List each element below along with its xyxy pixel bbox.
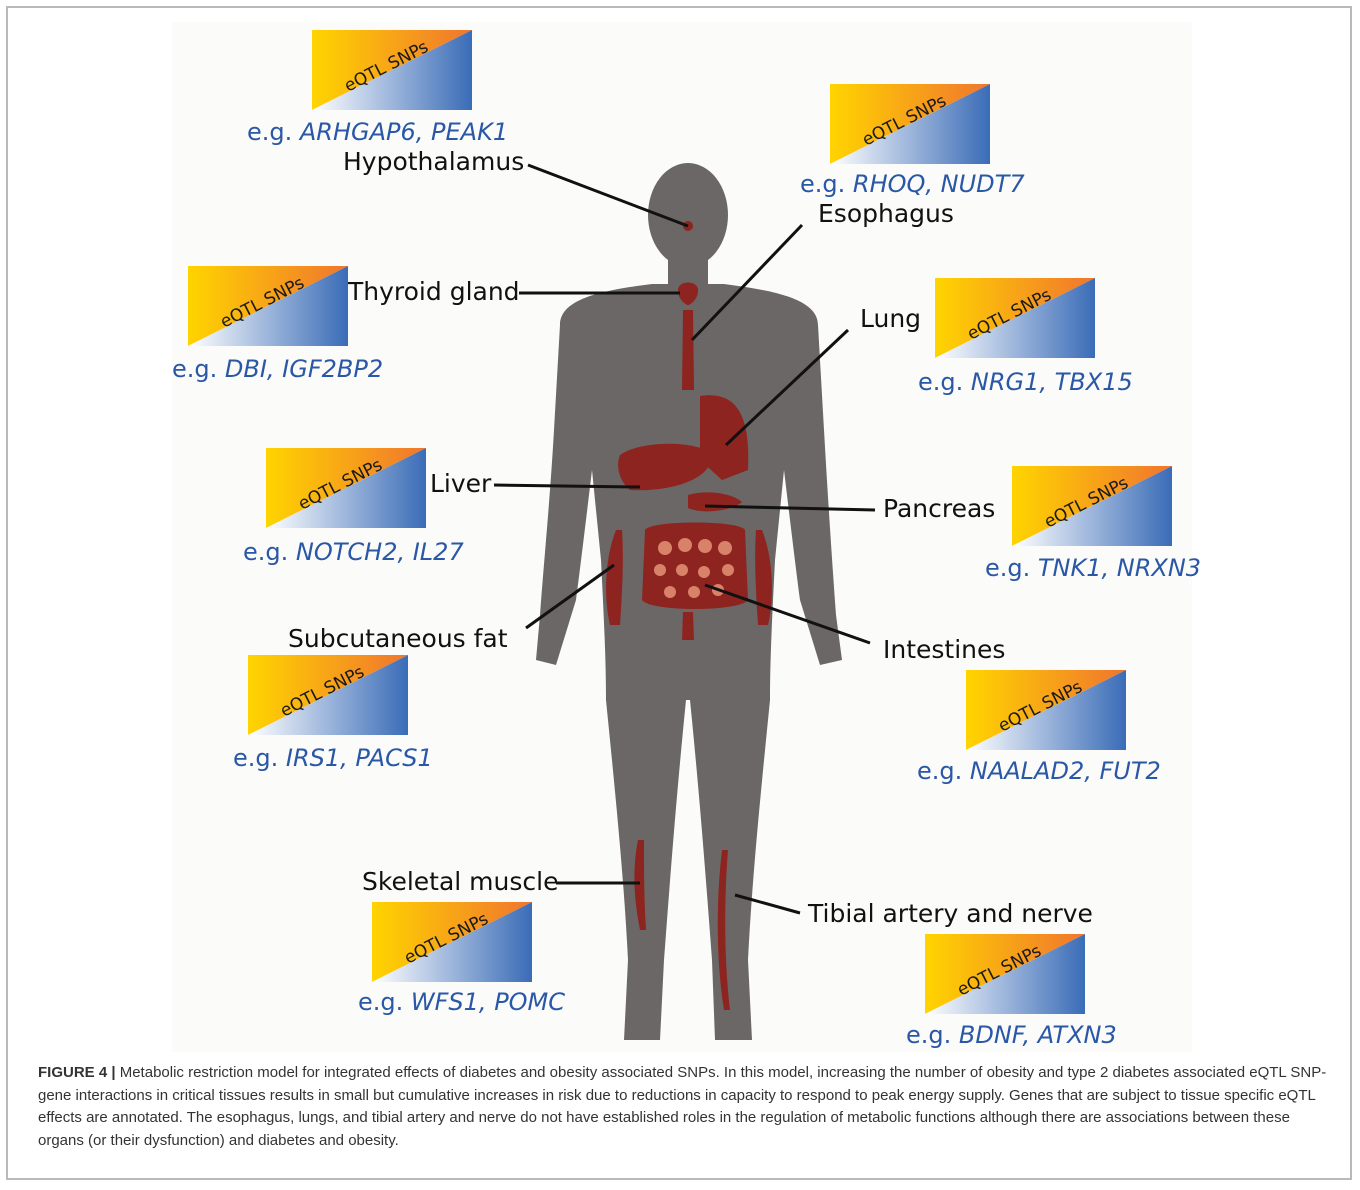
line-liver — [494, 485, 640, 487]
label-thyroid: Thyroid gland — [347, 277, 520, 306]
label-subcutaneous-fat: Subcutaneous fat — [288, 624, 508, 653]
genes-pancreas: e.g. TNK1, NRXN3 — [985, 554, 1201, 582]
esophagus-organ — [682, 310, 694, 390]
genes-esophagus: e.g. RHOQ, NUDT7 — [800, 170, 1025, 198]
badge-thyroid: eQTL SNPs — [188, 266, 348, 346]
badge-skeletal-muscle: eQTL SNPs — [372, 902, 532, 982]
rectum-organ — [682, 612, 694, 640]
label-pancreas: Pancreas — [883, 494, 995, 523]
body-diagram: Hypothalamus Esophagus Thyroid gland Lun… — [0, 0, 1360, 1060]
genes-lung: e.g. NRG1, TBX15 — [918, 368, 1133, 396]
genes-subcutaneous-fat: e.g. IRS1, PACS1 — [233, 744, 433, 772]
caption-text: Metabolic restriction model for integrat… — [38, 1064, 1326, 1149]
badge-subcutaneous-fat: eQTL SNPs — [248, 655, 408, 735]
genes-tibial: e.g. BDNF, ATXN3 — [906, 1021, 1117, 1049]
label-esophagus: Esophagus — [818, 199, 954, 228]
genes-hypothalamus: e.g. ARHGAP6, PEAK1 — [247, 118, 508, 146]
badge-intestines: eQTL SNPs — [966, 670, 1126, 750]
label-tibial: Tibial artery and nerve — [807, 899, 1093, 928]
genes-skeletal-muscle: e.g. WFS1, POMC — [358, 988, 565, 1016]
genes-intestines: e.g. NAALAD2, FUT2 — [917, 757, 1161, 785]
label-hypothalamus: Hypothalamus — [343, 147, 524, 176]
label-liver: Liver — [430, 469, 492, 498]
badge-esophagus: eQTL SNPs — [830, 84, 990, 164]
badge-liver: eQTL SNPs — [266, 448, 426, 528]
badge-lung: eQTL SNPs — [935, 278, 1095, 358]
genes-thyroid: e.g. DBI, IGF2BP2 — [172, 355, 383, 383]
label-lung: Lung — [860, 304, 921, 333]
badge-tibial: eQTL SNPs — [925, 934, 1085, 1014]
figure-label: FIGURE 4 | — [38, 1064, 116, 1081]
badge-hypothalamus: eQTL SNPs — [312, 30, 472, 110]
figure-caption: FIGURE 4 | Metabolic restriction model f… — [38, 1062, 1328, 1152]
genes-liver: e.g. NOTCH2, IL27 — [243, 538, 464, 566]
label-intestines: Intestines — [883, 635, 1005, 664]
label-skeletal-muscle: Skeletal muscle — [362, 867, 558, 896]
badge-pancreas: eQTL SNPs — [1012, 466, 1172, 546]
